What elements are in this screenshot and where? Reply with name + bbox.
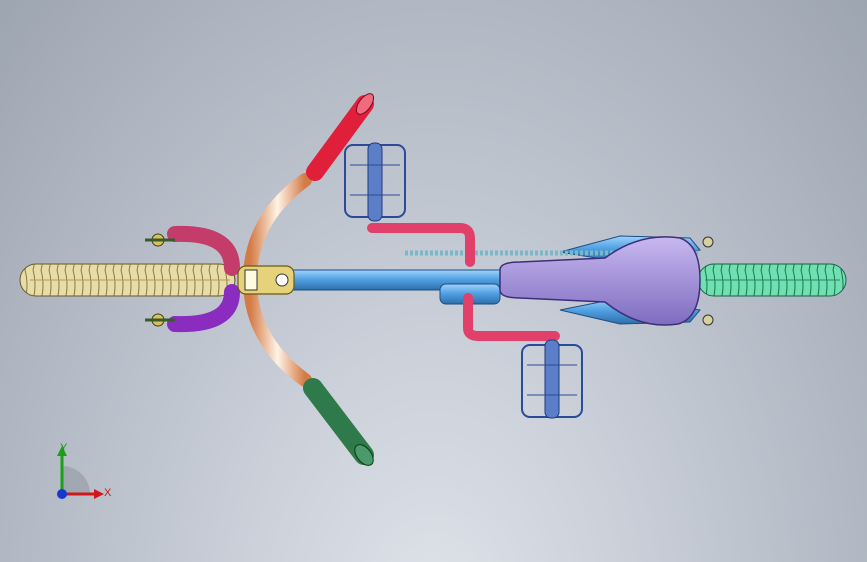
right-grip[interactable]: [303, 378, 377, 469]
orientation-triad: [57, 446, 104, 499]
y-axis-label: Y: [60, 442, 68, 454]
x-axis-label: X: [104, 487, 112, 499]
front-wheel[interactable]: [19, 263, 236, 297]
pedal-bottom[interactable]: [521, 339, 583, 419]
z-axis-dot: [57, 489, 67, 499]
saddle[interactable]: [499, 236, 701, 326]
crank-arm-bottom[interactable]: [463, 293, 560, 341]
rear-dropouts[interactable]: [702, 236, 714, 326]
pedal-top[interactable]: [344, 142, 406, 222]
stem[interactable]: [237, 265, 295, 295]
rear-wheel[interactable]: [697, 263, 847, 297]
left-grip[interactable]: [306, 91, 377, 181]
front-fork[interactable]: [145, 225, 240, 333]
crank-arm-top[interactable]: [367, 223, 475, 267]
